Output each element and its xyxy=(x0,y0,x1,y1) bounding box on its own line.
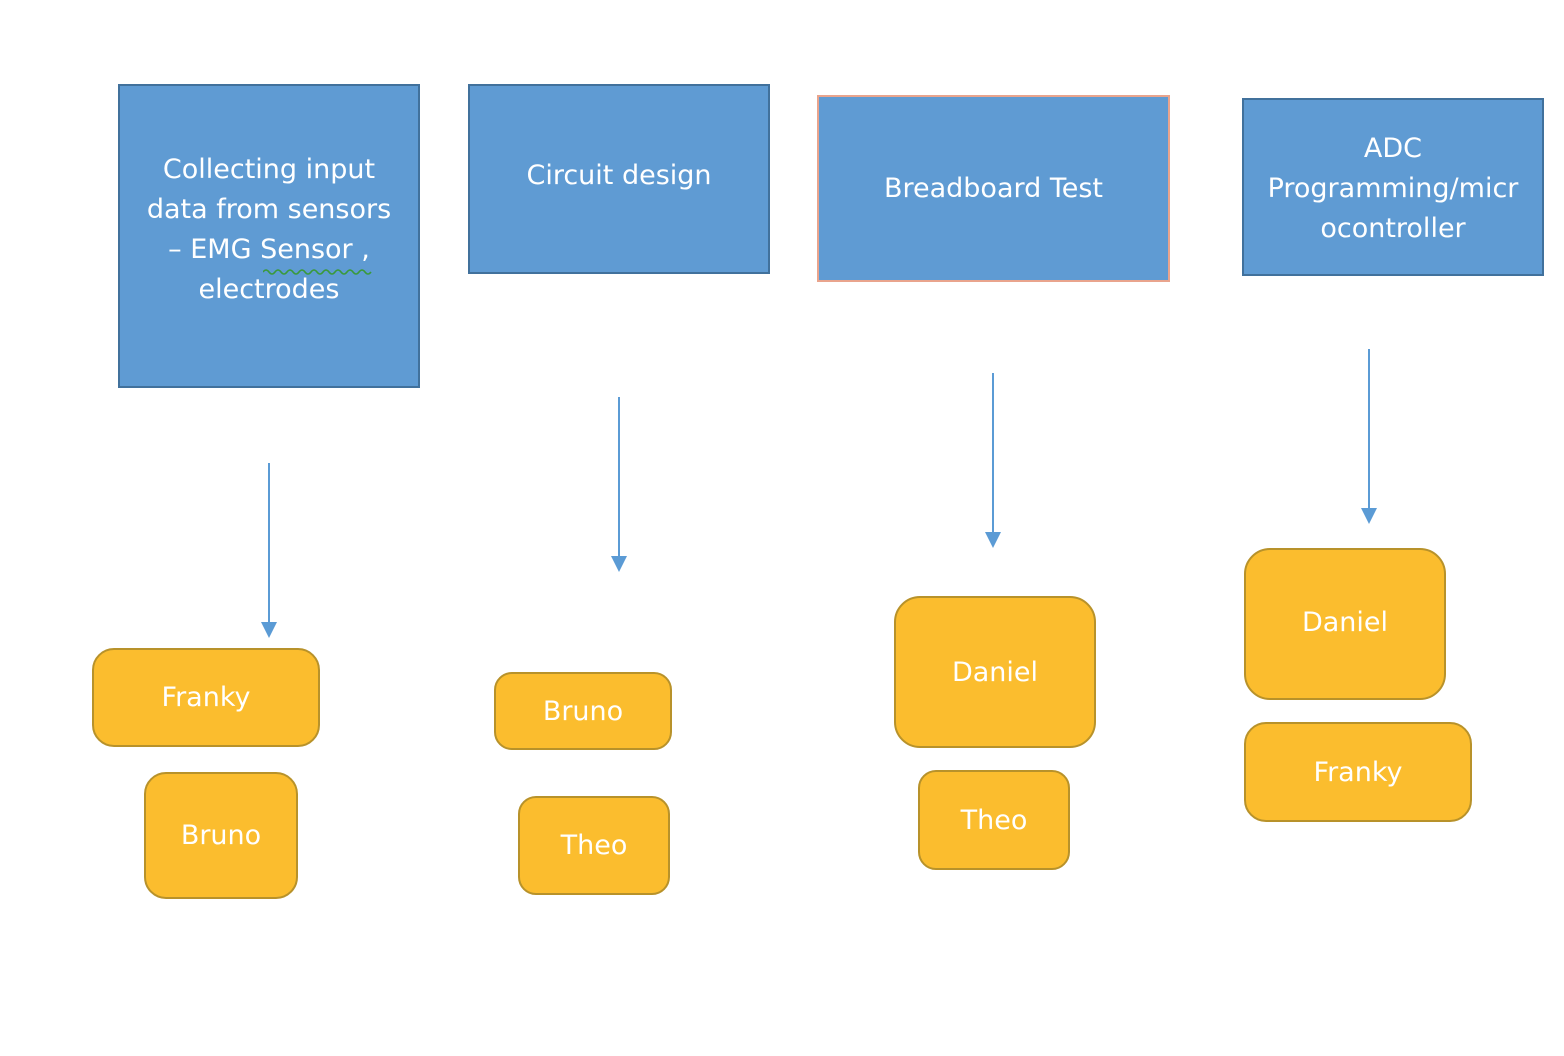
arrow-task-4 xyxy=(1361,349,1377,524)
person-box-franky: Franky xyxy=(92,648,320,747)
task-box-collecting-input: Collecting input data from sensors – EMG… xyxy=(118,84,420,388)
person-box-daniel: Daniel xyxy=(894,596,1096,748)
person-name: Franky xyxy=(1313,756,1403,788)
task-label: Breadboard Test xyxy=(883,172,1104,204)
task-label: Circuit design xyxy=(526,160,712,191)
task-label: ADC Programming/micr ocontroller xyxy=(1267,133,1519,244)
person-name: Bruno xyxy=(542,695,624,727)
person-box-bruno: Bruno xyxy=(144,772,298,899)
person-box-daniel: Daniel xyxy=(1244,548,1446,700)
arrow-task-1 xyxy=(261,463,277,638)
person-box-theo: Theo xyxy=(918,770,1070,870)
person-name: Bruno xyxy=(180,820,262,851)
arrow-task-3 xyxy=(985,373,1001,548)
person-name: Daniel xyxy=(1301,607,1389,638)
person-name: Theo xyxy=(960,804,1028,836)
task-box-adc-programming: ADC Programming/micr ocontroller xyxy=(1242,98,1544,276)
person-name: Daniel xyxy=(951,656,1039,688)
person-box-franky: Franky xyxy=(1244,722,1472,822)
person-name: Franky xyxy=(161,682,251,713)
person-box-bruno: Bruno xyxy=(494,672,672,750)
arrow-task-2 xyxy=(611,397,627,572)
person-box-theo: Theo xyxy=(518,796,670,895)
task-box-breadboard-test: Breadboard Test xyxy=(817,95,1170,282)
person-name: Theo xyxy=(560,830,628,861)
task-label: Collecting input data from sensors – EMG… xyxy=(146,154,392,305)
task-box-circuit-design: Circuit design xyxy=(468,84,770,274)
